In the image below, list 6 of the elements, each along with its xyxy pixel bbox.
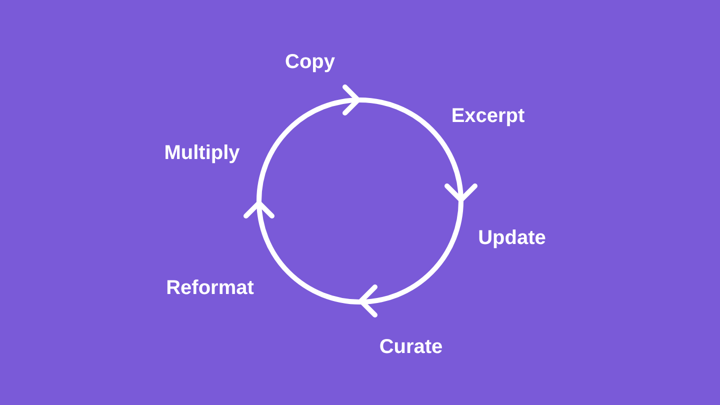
step-label: Excerpt [451,104,525,128]
step-label: Copy [285,50,335,74]
step-label: Reformat [166,276,254,300]
step-label: Multiply [164,141,240,165]
step-label: Curate [379,335,443,359]
step-label: Update [478,226,546,250]
